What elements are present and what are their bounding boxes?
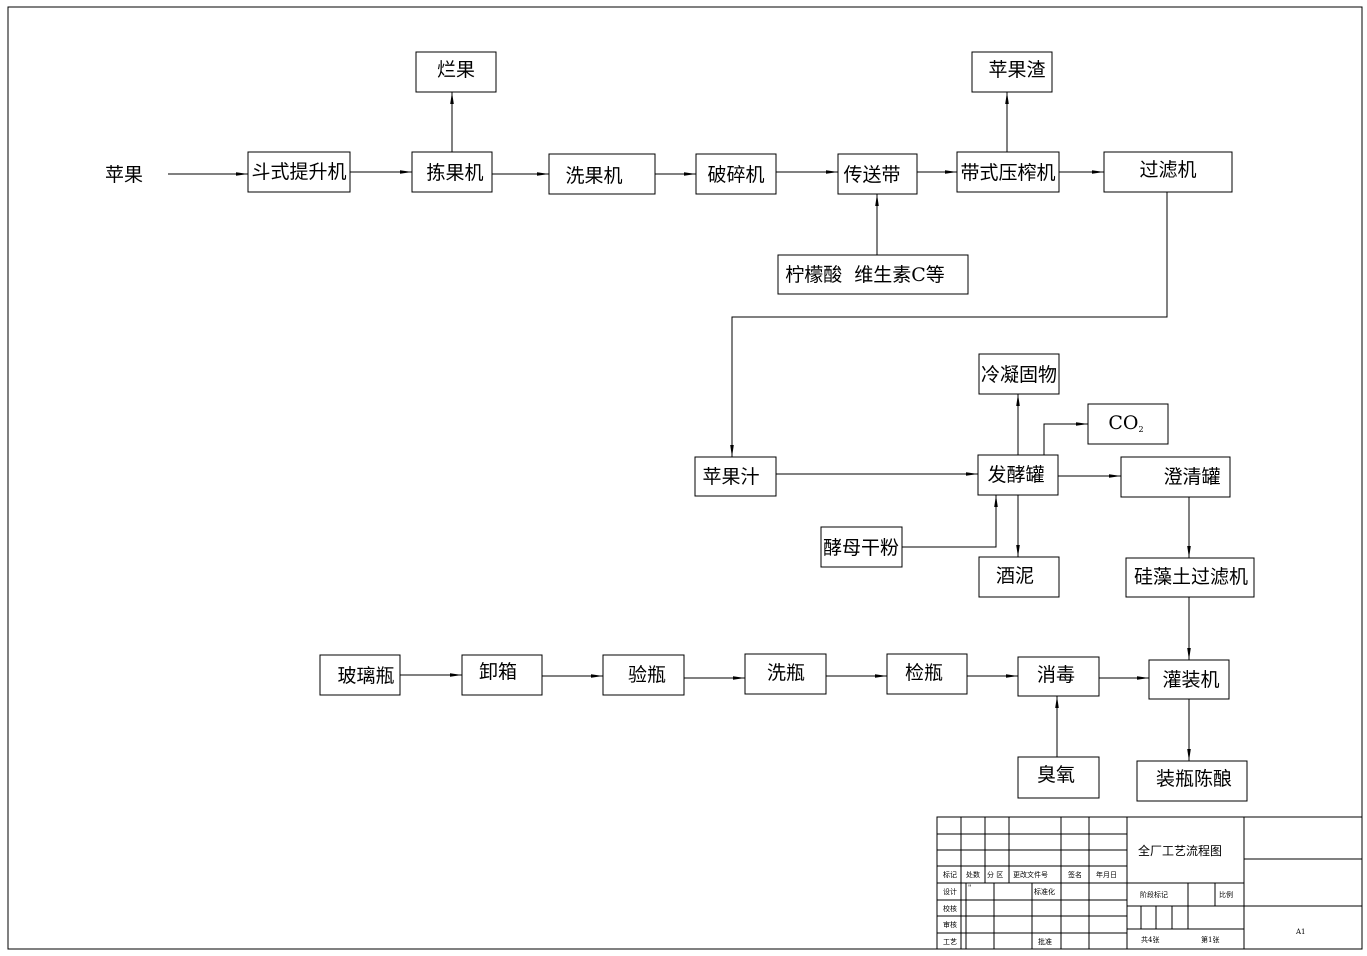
- node-glass-bottle: 玻璃瓶: [319, 654, 401, 696]
- node-rotten-fruit: 烂果: [415, 51, 497, 93]
- node-dry-yeast: 酵母干粉: [820, 526, 903, 568]
- connectors: [168, 92, 1191, 761]
- row-design: 设计: [943, 887, 957, 896]
- node-additives: 柠檬酸 维生素C等: [777, 254, 969, 295]
- header-mark: 标记: [943, 870, 957, 879]
- svg-text:硅藻土过滤机: 硅藻土过滤机: [1134, 566, 1248, 588]
- svg-text:装瓶陈酿: 装瓶陈酿: [1156, 768, 1232, 790]
- node-fruit-picker: 拣果机: [411, 151, 493, 193]
- node-apple-juice: 苹果汁: [694, 456, 777, 497]
- drawing-frame: [7, 6, 1363, 950]
- stage-mark-label: 阶段标记: [1140, 890, 1168, 899]
- arrow-filter-to-juice: [730, 192, 1168, 457]
- svg-text:带式压榨机: 带式压榨机: [960, 162, 1055, 184]
- node-condensate: 冷凝固物: [978, 353, 1060, 395]
- svg-text:CO2: CO2: [1108, 412, 1143, 434]
- svg-text:检瓶: 检瓶: [905, 662, 943, 684]
- svg-text:过滤机: 过滤机: [1139, 159, 1196, 181]
- svg-text:卸箱: 卸箱: [479, 661, 517, 683]
- node-lees: 酒泥: [978, 556, 1060, 598]
- node-bottle-check: 检瓶: [886, 653, 968, 695]
- svg-text:苹果渣: 苹果渣: [988, 59, 1045, 81]
- header-count: 处数: [966, 870, 980, 879]
- node-belt-press: 带式压榨机: [956, 151, 1060, 193]
- row-review: 审核: [943, 920, 957, 929]
- node-apple-pomace: 苹果渣: [971, 51, 1053, 93]
- svg-text:冷凝固物: 冷凝固物: [981, 364, 1057, 386]
- svg-text:烂果: 烂果: [437, 59, 475, 81]
- sheet-number: 第1张: [1201, 935, 1219, 944]
- drawing-title: 全厂工艺流程图: [1138, 843, 1222, 858]
- svg-text:传送带: 传送带: [843, 164, 900, 186]
- node-diatomite-filter: 硅藻土过滤机: [1125, 557, 1255, 598]
- row-standardization: 标准化: [1034, 887, 1055, 896]
- node-conveyor: 传送带: [837, 153, 918, 195]
- total-sheets: 共4张: [1141, 935, 1159, 944]
- row-design-mark: ": [968, 884, 971, 892]
- arrow-fermenter-to-co2: [1043, 422, 1088, 455]
- svg-text:灌装机: 灌装机: [1162, 669, 1219, 691]
- svg-text:澄清罐: 澄清罐: [1163, 466, 1220, 488]
- row-approve: 批准: [1038, 937, 1052, 946]
- header-signature: 签名: [1068, 870, 1082, 879]
- node-filter: 过滤机: [1103, 151, 1233, 193]
- arrow-yeast-to-fermenter: [902, 495, 998, 548]
- source-label-apple: 苹果: [105, 164, 143, 186]
- svg-text:发酵罐: 发酵罐: [987, 464, 1044, 486]
- svg-text:洗瓶: 洗瓶: [767, 662, 805, 684]
- title-block: 全厂工艺流程图 标记 处数 分 区 更改文件号 签名 年月日 设计 " 标准化 …: [936, 816, 1363, 950]
- svg-text:玻璃瓶: 玻璃瓶: [337, 665, 394, 687]
- row-process: 工艺: [943, 938, 957, 946]
- node-ozone: 臭氧: [1017, 756, 1100, 799]
- node-bottle-wash: 洗瓶: [744, 653, 827, 695]
- header-zone: 分 区: [987, 870, 1003, 879]
- svg-text:酒泥: 酒泥: [996, 565, 1034, 587]
- node-disinfect: 消毒: [1017, 656, 1100, 697]
- node-bucket-elevator: 斗式提升机: [247, 151, 351, 193]
- node-fermenter: 发酵罐: [977, 454, 1059, 496]
- node-fruit-washer: 洗果机: [548, 153, 656, 195]
- svg-text:臭氧: 臭氧: [1037, 764, 1075, 786]
- header-date: 年月日: [1096, 870, 1117, 879]
- svg-text:酵母干粉: 酵母干粉: [823, 537, 899, 559]
- node-crusher: 破碎机: [695, 153, 777, 195]
- node-filler: 灌装机: [1148, 659, 1230, 700]
- sheet-size: A1: [1295, 928, 1306, 936]
- svg-text:破碎机: 破碎机: [707, 164, 764, 186]
- svg-text:斗式提升机: 斗式提升机: [251, 161, 346, 183]
- svg-text:苹果汁: 苹果汁: [702, 466, 759, 488]
- svg-text:验瓶: 验瓶: [628, 664, 666, 686]
- svg-text:拣果机: 拣果机: [426, 162, 483, 184]
- node-bottle-inspect: 验瓶: [602, 654, 685, 696]
- node-clarifier: 澄清罐: [1120, 456, 1231, 498]
- row-check: 校核: [943, 904, 957, 913]
- node-unbox: 卸箱: [461, 654, 543, 696]
- node-bottle-aging: 装瓶陈酿: [1136, 760, 1248, 802]
- svg-text:洗果机: 洗果机: [565, 165, 622, 187]
- header-change-doc: 更改文件号: [1013, 870, 1048, 879]
- svg-text:消毒: 消毒: [1037, 664, 1075, 686]
- svg-text:柠檬酸 维生素C等: 柠檬酸 维生素C等: [785, 264, 945, 286]
- scale-label: 比例: [1219, 890, 1233, 899]
- node-co2: CO2: [1087, 403, 1169, 445]
